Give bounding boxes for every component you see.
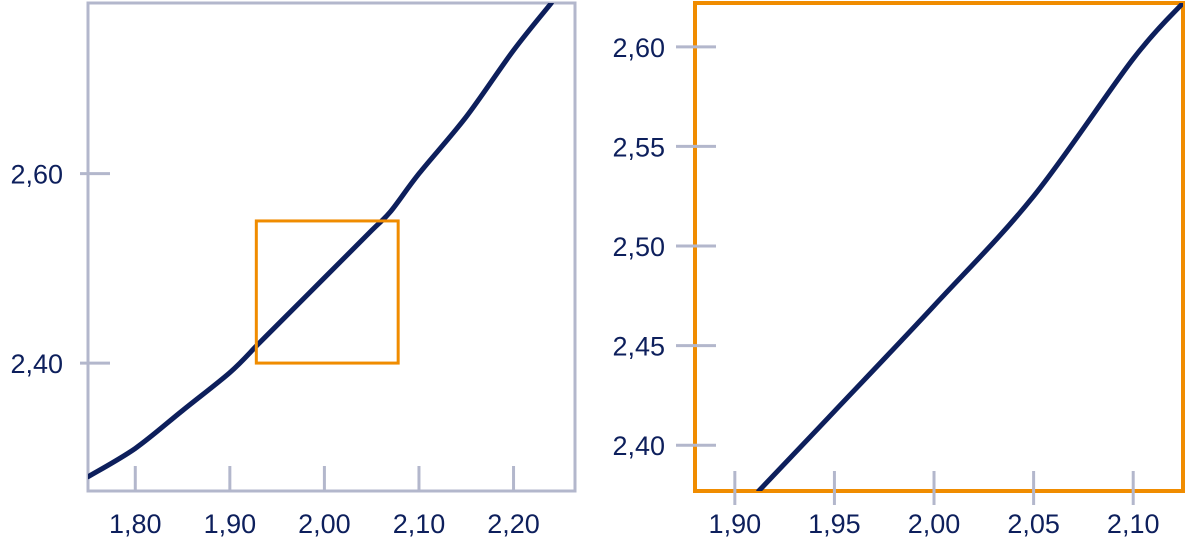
- x-tick-label: 2,20: [487, 509, 540, 539]
- y-tick-label: 2,40: [10, 349, 63, 379]
- series-line: [756, 3, 1183, 491]
- x-tick-label: 1,90: [204, 509, 257, 539]
- y-tick-label: 2,60: [10, 160, 63, 190]
- y-tick-label: 2,45: [612, 332, 665, 362]
- x-tick-label: 2,10: [1107, 509, 1160, 539]
- plot-frame: [693, 1, 1185, 493]
- x-tick-label: 1,95: [808, 509, 861, 539]
- plot-frame: [86, 1, 577, 493]
- overview-chart: 2,40 2,60 1,80 1,90 2,00 2,10 2,20: [10, 1, 577, 539]
- series-line: [88, 3, 554, 480]
- y-tick-label: 2,60: [612, 33, 665, 63]
- zoomed-chart: 2,40 2,45 2,50 2,55 2,60 1,90 1,95 2,00 2,05 2,10: [612, 1, 1185, 539]
- x-tick-label: 2,10: [393, 509, 446, 539]
- y-tick-label: 2,50: [612, 232, 665, 262]
- x-tick-label: 2,00: [298, 509, 351, 539]
- y-tick-label: 2,55: [612, 132, 665, 162]
- x-tick-label: 2,05: [1007, 509, 1060, 539]
- x-tick-label: 1,80: [109, 509, 162, 539]
- x-tick-label: 1,90: [709, 509, 762, 539]
- y-tick-label: 2,40: [612, 431, 665, 461]
- x-tick-label: 2,00: [908, 509, 961, 539]
- zoom-region-box: [254, 219, 400, 365]
